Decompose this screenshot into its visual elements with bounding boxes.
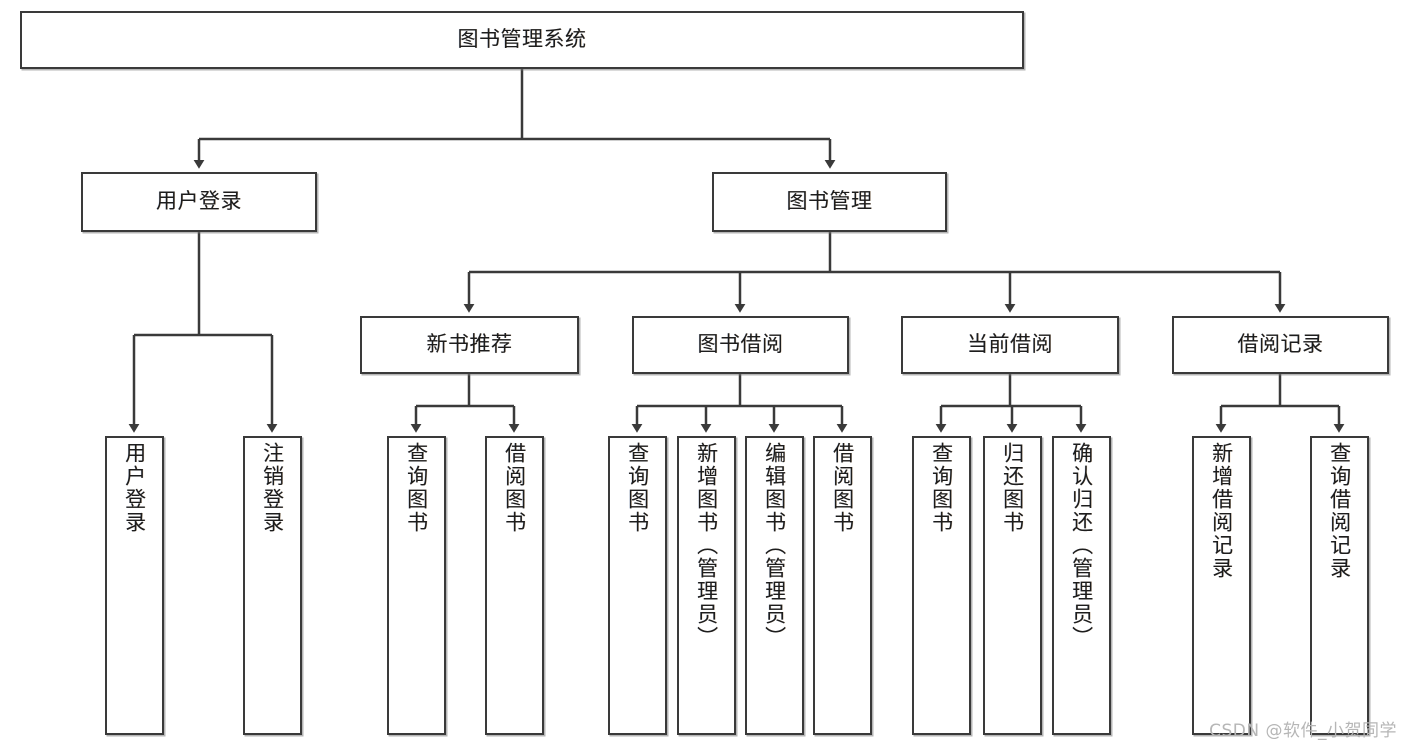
node-leaf-query-book-3-label: 查询图书 (929, 442, 954, 534)
node-leaf-borrow-book-1-label: 借阅图书 (502, 442, 527, 534)
node-leaf-edit-book-admin[interactable]: 编辑图书（管理员） (745, 436, 804, 735)
node-leaf-add-book-admin[interactable]: 新增图书（管理员） (677, 436, 736, 735)
node-leaf-return-book-label: 归还图书 (1000, 442, 1025, 534)
node-leaf-user-login-label: 用户登录 (122, 442, 147, 534)
node-leaf-user-logout-label: 注销登录 (260, 442, 285, 534)
node-current-borrow[interactable]: 当前借阅 (901, 316, 1119, 374)
node-leaf-confirm-return-label: 确认归还（管理员） (1069, 442, 1094, 649)
node-root-label: 图书管理系统 (457, 27, 587, 52)
node-leaf-query-book-3[interactable]: 查询图书 (912, 436, 971, 735)
node-root[interactable]: 图书管理系统 (20, 11, 1024, 69)
node-leaf-add-record[interactable]: 新增借阅记录 (1192, 436, 1251, 735)
node-book-borrow[interactable]: 图书借阅 (632, 316, 849, 374)
node-leaf-query-book-1[interactable]: 查询图书 (387, 436, 446, 735)
node-leaf-borrow-book-2[interactable]: 借阅图书 (813, 436, 872, 735)
node-leaf-return-book[interactable]: 归还图书 (983, 436, 1042, 735)
node-book-management-label: 图书管理 (786, 189, 873, 214)
csdn-watermark: CSDN @软件_小贺同学 (1209, 721, 1397, 741)
node-leaf-query-book-2-label: 查询图书 (625, 442, 650, 534)
node-leaf-confirm-return[interactable]: 确认归还（管理员） (1052, 436, 1111, 735)
node-leaf-user-logout[interactable]: 注销登录 (243, 436, 302, 735)
node-leaf-query-record[interactable]: 查询借阅记录 (1310, 436, 1369, 735)
node-borrow-record[interactable]: 借阅记录 (1172, 316, 1389, 374)
node-leaf-borrow-book-2-label: 借阅图书 (830, 442, 855, 534)
node-user-login-label: 用户登录 (156, 189, 242, 214)
node-leaf-user-login[interactable]: 用户登录 (105, 436, 164, 735)
node-leaf-add-book-admin-label: 新增图书（管理员） (694, 442, 719, 649)
node-borrow-record-label: 借阅记录 (1237, 332, 1324, 357)
node-leaf-add-record-label: 新增借阅记录 (1209, 442, 1234, 580)
node-current-borrow-label: 当前借阅 (967, 332, 1053, 357)
node-leaf-query-book-1-label: 查询图书 (404, 442, 429, 534)
node-new-book-recommend-label: 新书推荐 (426, 332, 513, 357)
node-book-borrow-label: 图书借阅 (697, 332, 784, 357)
node-book-management[interactable]: 图书管理 (712, 172, 947, 232)
node-user-login[interactable]: 用户登录 (81, 172, 317, 232)
node-leaf-borrow-book-1[interactable]: 借阅图书 (485, 436, 544, 735)
node-new-book-recommend[interactable]: 新书推荐 (360, 316, 579, 374)
node-leaf-query-book-2[interactable]: 查询图书 (608, 436, 667, 735)
node-leaf-query-record-label: 查询借阅记录 (1327, 442, 1352, 580)
node-leaf-edit-book-admin-label: 编辑图书（管理员） (762, 442, 787, 649)
